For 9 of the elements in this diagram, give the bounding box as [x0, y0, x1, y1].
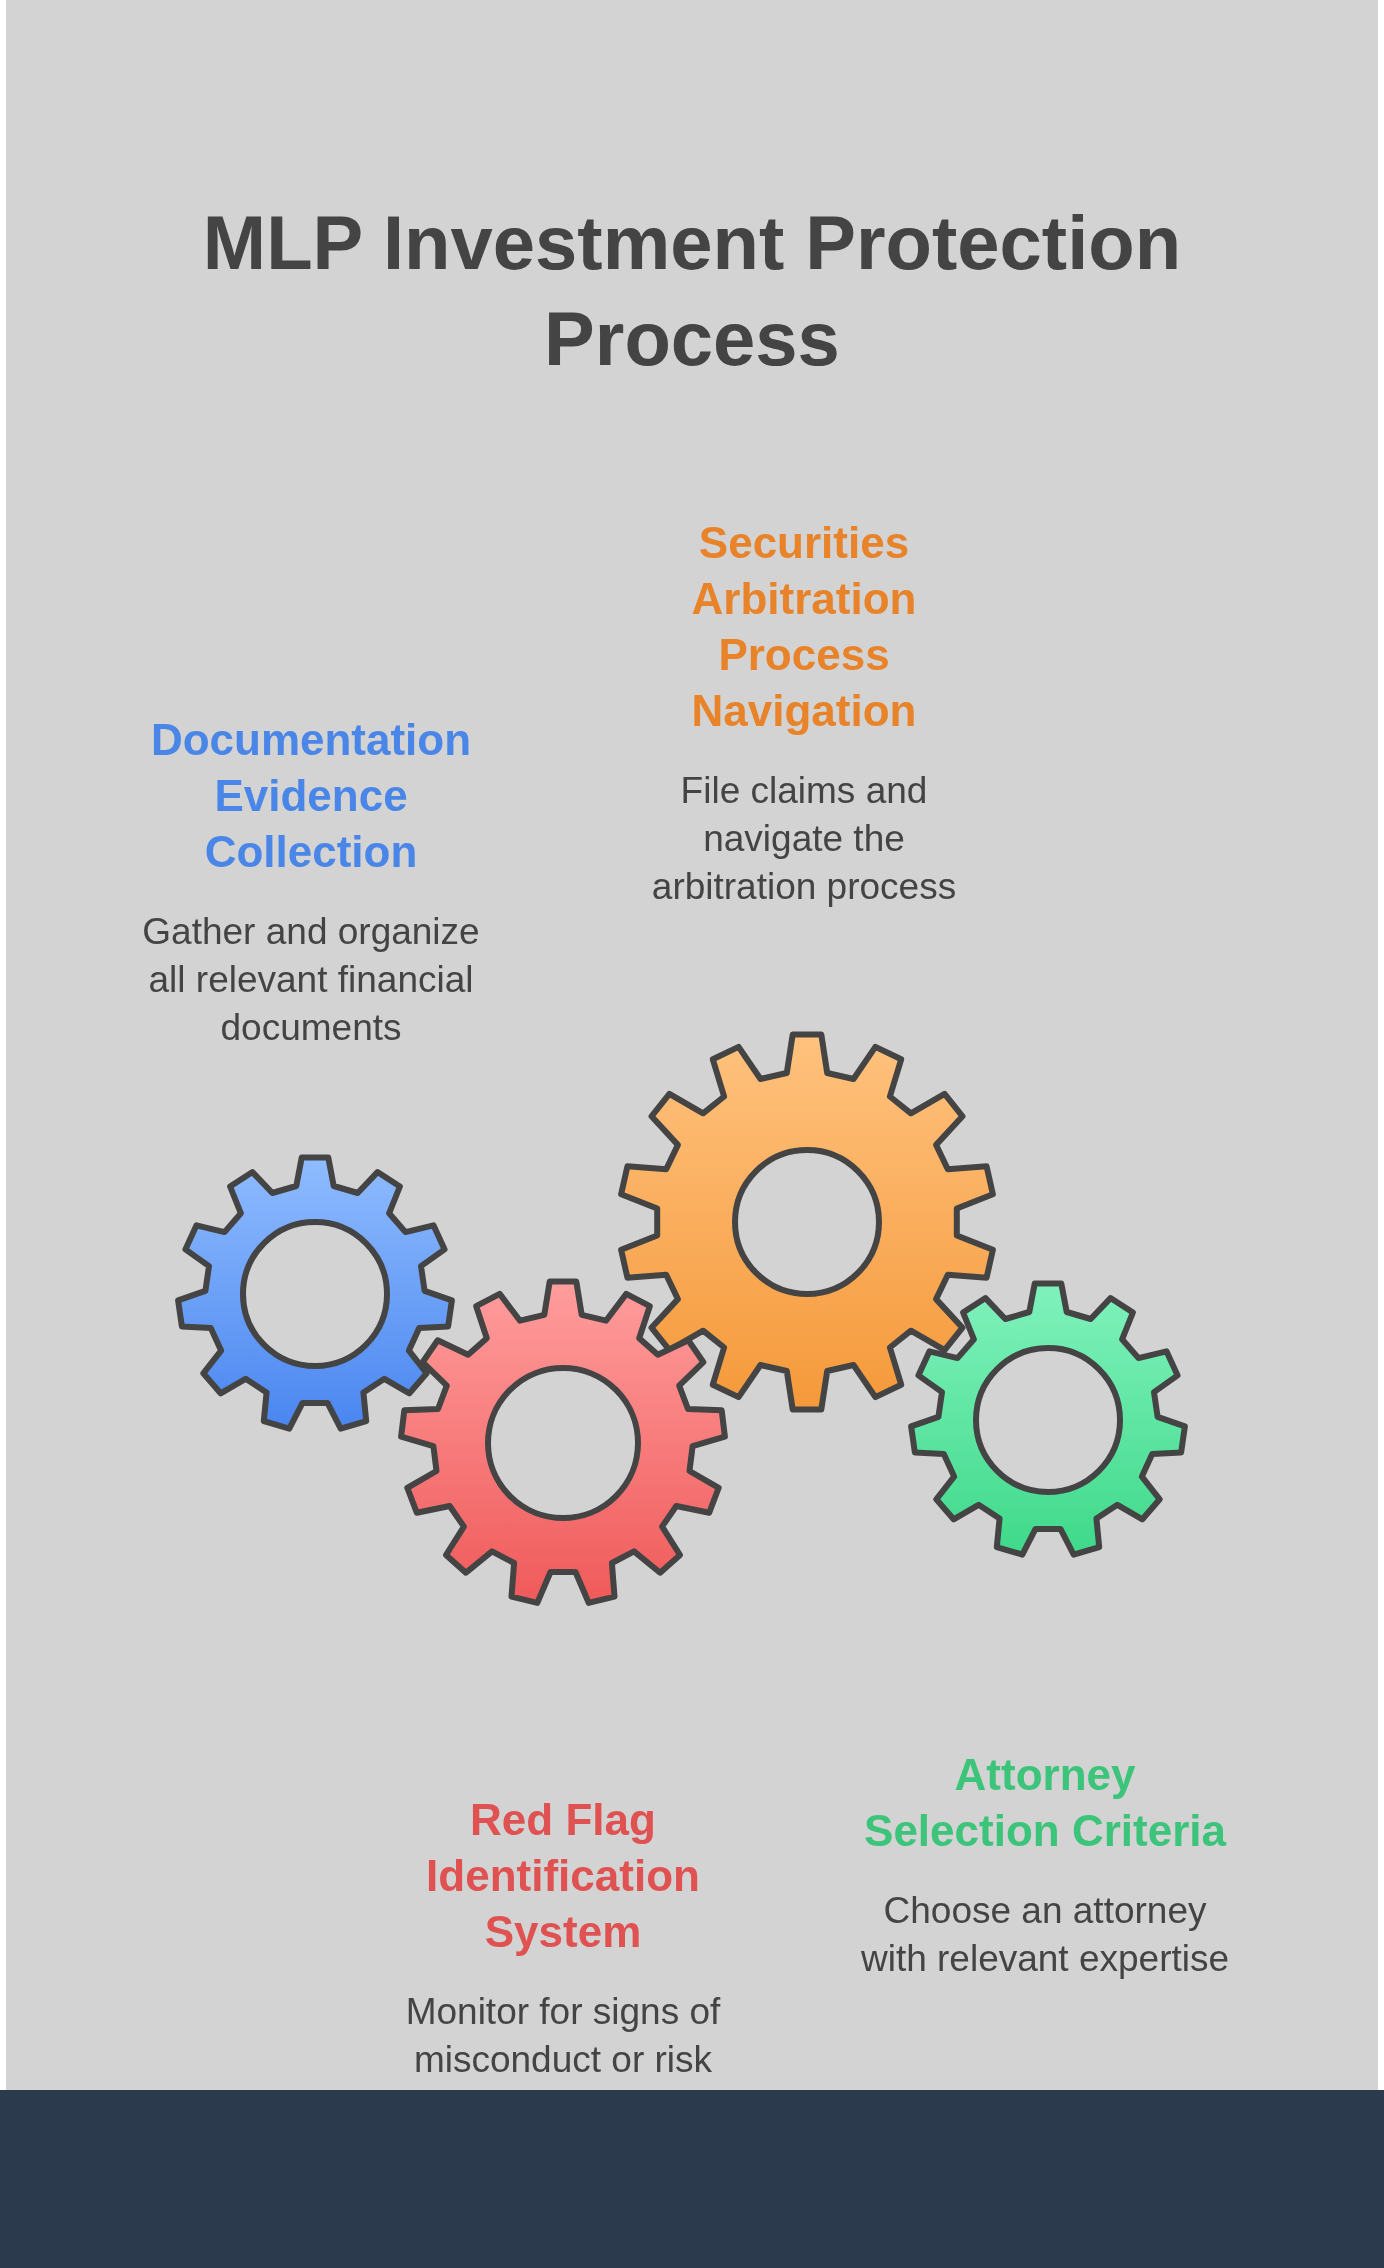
title: MLP Investment Protection Process [201, 199, 1183, 383]
step-description: Gather and organize all relevant financial documents [141, 910, 481, 1050]
step-heading: Attorney Selection Criteria [863, 1749, 1228, 1857]
step-heading: Securities Arbitration Process Navigation [690, 517, 918, 737]
step-heading: Documentation Evidence Collection [149, 714, 473, 878]
step-description: Monitor for signs of misconduct or risk [404, 1990, 722, 2082]
step-description: File claims and navigate the arbitration process [650, 769, 958, 909]
step-description: Choose an attorney with relevant expertise [859, 1889, 1231, 1981]
step-heading: Red Flag Identification System [425, 1794, 701, 1958]
